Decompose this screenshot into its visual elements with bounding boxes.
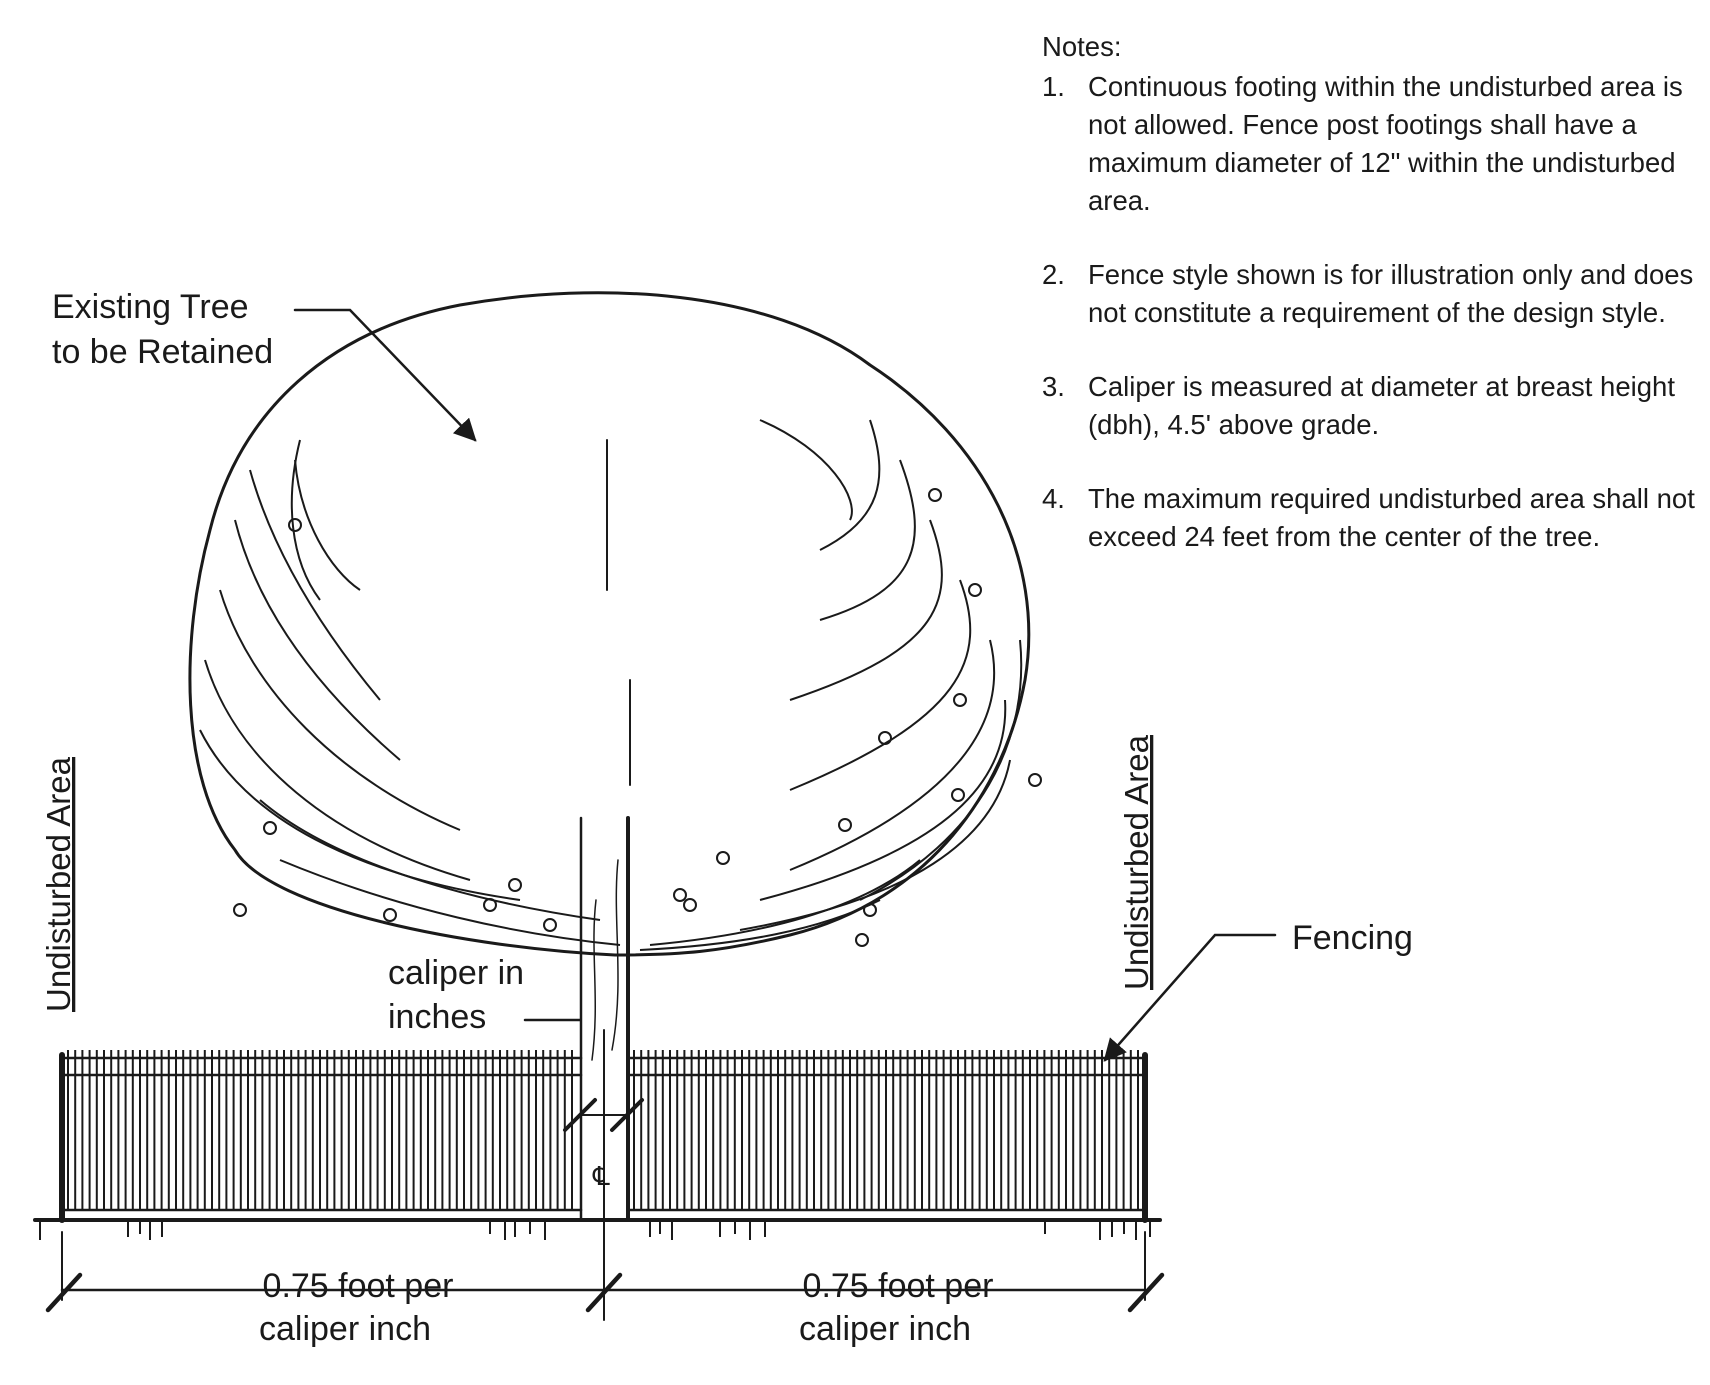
- canopy-stroke: [789, 579, 972, 791]
- canopy-stroke: [759, 419, 853, 521]
- ground-line: [33, 1218, 1162, 1240]
- arrow-icon: [293, 308, 477, 442]
- diagram-labels: Existing Tree to be Retained Fencing cal…: [40, 288, 1413, 1348]
- dimension-left-line1: 0.75 foot per: [263, 1267, 454, 1305]
- fencing-leader: [1103, 933, 1277, 1062]
- tree-trunk: [579, 439, 631, 1220]
- canopy-stroke: [279, 859, 621, 946]
- canopy-dot: [878, 731, 892, 745]
- undisturbed-area-right-label: Undisturbed Area: [1118, 734, 1155, 990]
- canopy-dot: [683, 898, 697, 912]
- canopy-dot: [233, 903, 247, 917]
- canopy-dot: [716, 851, 730, 865]
- canopy-dot: [968, 583, 982, 597]
- notes-heading: Notes:: [1042, 31, 1122, 62]
- canopy-stroke: [259, 799, 601, 921]
- canopy-dot: [543, 918, 557, 932]
- canopy-stroke: [819, 459, 916, 621]
- caliper-label-line2: inches: [388, 998, 486, 1036]
- dimension-right-line2: caliper inch: [799, 1310, 971, 1348]
- canopy-dot: [1028, 773, 1042, 787]
- canopy-stroke: [294, 459, 361, 591]
- dimension-left-line2: caliper inch: [259, 1310, 431, 1348]
- notes-list: 1. Continuous footing within the undistu…: [1042, 68, 1702, 556]
- notes-panel: Notes: 1. Continuous footing within the …: [1042, 28, 1702, 592]
- note-text: Continuous footing within the undisturbe…: [1088, 71, 1683, 216]
- canopy-stroke: [859, 639, 1023, 901]
- canopy-dot: [928, 488, 942, 502]
- note-item: 4. The maximum required undisturbed area…: [1042, 480, 1702, 556]
- centerline-icon: ℄: [592, 1161, 610, 1191]
- canopy-stroke: [819, 419, 881, 551]
- caliper-dimension-ticks: [563, 1098, 644, 1132]
- fencing: [59, 1050, 1148, 1223]
- tree-label-line1: Existing Tree: [52, 288, 249, 326]
- canopy-stroke: [204, 659, 471, 881]
- canopy-stroke: [219, 589, 461, 831]
- canopy-stroke: [249, 469, 381, 701]
- canopy-dot: [483, 898, 497, 912]
- canopy-stroke: [739, 759, 1011, 931]
- canopy-stroke: [789, 639, 996, 871]
- undisturbed-area-left-label: Undisturbed Area: [40, 756, 77, 1012]
- canopy-dot: [855, 933, 869, 947]
- canopy-dot: [288, 518, 302, 532]
- note-number: 4.: [1042, 483, 1065, 514]
- canopy-dot: [508, 878, 522, 892]
- tree-label-line2: to be Retained: [52, 333, 273, 371]
- leader-lines: [293, 308, 1277, 1062]
- note-text: Caliper is measured at diameter at breas…: [1088, 371, 1675, 440]
- canopy-stroke: [759, 699, 1007, 901]
- note-item: 3. Caliper is measured at diameter at br…: [1042, 368, 1702, 444]
- fencing-label: Fencing: [1292, 919, 1413, 957]
- canopy-stroke: [639, 899, 881, 951]
- tree-centerline: ℄: [592, 1029, 610, 1321]
- canopy-stroke: [290, 439, 321, 601]
- dimension-line: [45, 1231, 1165, 1313]
- canopy-dot: [263, 821, 277, 835]
- canopy-stroke: [789, 519, 943, 701]
- tree-canopy: [188, 291, 1042, 957]
- note-item: 2. Fence style shown is for illustration…: [1042, 256, 1702, 332]
- dimension-right-line1: 0.75 foot per: [803, 1267, 994, 1305]
- canopy-dot: [673, 888, 687, 902]
- note-text: The maximum required undisturbed area sh…: [1088, 483, 1695, 552]
- canopy-dot: [863, 903, 877, 917]
- soil-hatching: [39, 1222, 1151, 1240]
- canopy-stroke: [199, 729, 521, 901]
- note-number: 3.: [1042, 371, 1065, 402]
- canopy-dot: [951, 788, 965, 802]
- fence-pickets: [67, 1050, 1139, 1210]
- note-text: Fence style shown is for illustration on…: [1088, 259, 1694, 328]
- canopy-stroke: [234, 519, 401, 761]
- note-item: 1. Continuous footing within the undistu…: [1042, 68, 1702, 220]
- note-number: 1.: [1042, 71, 1065, 102]
- canopy-dot: [953, 693, 967, 707]
- canopy-dots: [233, 488, 1042, 947]
- canopy-hatching: [199, 419, 1023, 951]
- canopy-stroke: [649, 859, 921, 946]
- canopy-dot: [838, 818, 852, 832]
- caliper-label-line1: caliper in: [388, 954, 524, 992]
- canopy-dot: [383, 908, 397, 922]
- note-number: 2.: [1042, 259, 1065, 290]
